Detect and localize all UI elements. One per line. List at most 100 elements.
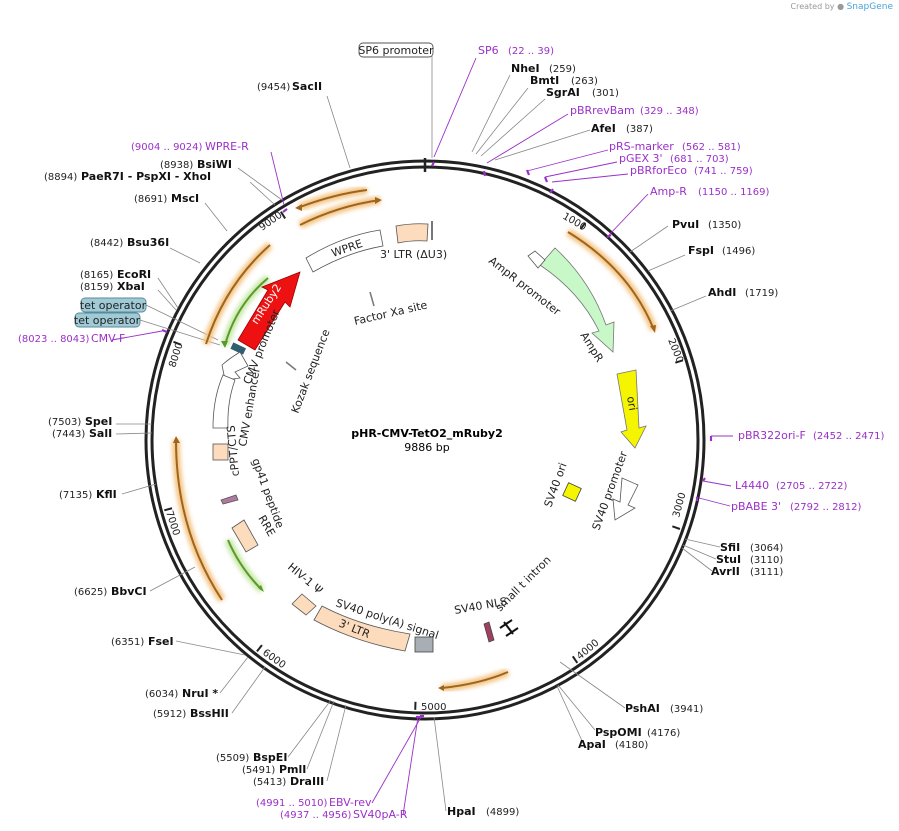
enzyme-position: (5413) (253, 777, 286, 788)
enzyme-position: (1719) (745, 288, 778, 299)
primer-markers (161, 161, 713, 719)
ampr-arrow (539, 247, 615, 353)
tick-mark (173, 340, 182, 346)
sv40-ori-box (562, 482, 582, 502)
enzyme-position: (3110) (750, 555, 783, 566)
tick-label: 2000 (665, 337, 685, 365)
enzyme-name: SfiI (720, 541, 740, 554)
small-t-intron-label: small t intron (493, 553, 554, 614)
tick-mark (672, 525, 681, 530)
wpre-box (305, 229, 384, 273)
tet-operator-mark (230, 342, 247, 355)
primer-name: pBRrevBam (570, 104, 635, 117)
tick-mark (675, 359, 684, 364)
tick-mark (164, 507, 173, 512)
enzyme-leader-lines (115, 74, 721, 812)
enzyme-name: AfeI (591, 122, 616, 135)
small-t-intron-mark (499, 619, 519, 637)
primer-name: pRS-marker (609, 140, 674, 153)
enzyme-position: (8691) (134, 194, 167, 205)
orf-arcs (172, 186, 658, 692)
enzyme-name: FseI (148, 635, 174, 648)
tick-mark (256, 644, 263, 652)
enzyme-name: BbvCI (111, 585, 147, 598)
enzyme-position: (7135) (59, 490, 92, 501)
enzyme-labels: (9454) SacII NheI (259) BmtI (263) SgrAI… (44, 62, 783, 818)
primer-range: (329 .. 348) (640, 106, 699, 117)
enzyme-name: SacII (292, 80, 322, 93)
sv40-ori-label: SV40 ori (542, 461, 570, 509)
enzyme-name: BssHII (190, 707, 229, 720)
enzyme-name: Bsu36I (127, 236, 169, 249)
enzyme-name: ApaI (578, 738, 606, 751)
primer-labels: SP6 (22 .. 39) pBRrevBam (329 .. 348) (9… (18, 44, 885, 821)
primer-range: (9004 .. 9024) (131, 142, 203, 153)
enzyme-position: (4180) (615, 740, 648, 751)
primer-name: pBABE 3' (731, 500, 781, 513)
tick-marks (164, 158, 684, 710)
enzyme-position: (4176) (647, 728, 680, 739)
mruby2-arrow (237, 271, 301, 351)
enzyme-position: (7443) (52, 429, 85, 440)
enzyme-position: (8938) (160, 160, 193, 171)
enzyme-position: (387) (626, 124, 653, 135)
cppt-label: cPPT/CTS (225, 425, 242, 477)
enzyme-name: XbaI (117, 280, 145, 293)
enzyme-position: (6625) (74, 587, 107, 598)
sv40-promoter-arrow (612, 477, 639, 521)
enzyme-position: (4899) (486, 807, 519, 818)
snapgene-branding: Created by ● SnapGene (791, 2, 894, 12)
primer-range: (8023 .. 8043) (18, 334, 90, 345)
enzyme-position: (7503) (48, 417, 81, 428)
primer-name: CMV-F (91, 332, 125, 345)
enzyme-position: (1496) (722, 246, 755, 257)
enzyme-position: (263) (571, 76, 598, 87)
snapgene-product-name: SnapGene (846, 2, 893, 12)
kozak-mark (285, 361, 297, 371)
enzyme-name: NheI (511, 62, 540, 75)
primer-range: (22 .. 39) (508, 46, 554, 57)
factor-xa-mark (369, 291, 375, 307)
primer-range: (1150 .. 1169) (698, 187, 770, 198)
tick-mark (280, 211, 286, 219)
snapgene-logo-icon: ● (837, 2, 845, 11)
enzyme-name: PshAI (625, 702, 660, 715)
enzyme-name: BspEI (253, 751, 287, 764)
enzyme-position: (301) (592, 88, 619, 99)
cmv-promoter-arrow (221, 351, 249, 381)
primer-name: Amp-R (650, 185, 687, 198)
enzyme-position: (6034) (145, 689, 178, 700)
tick-label: 3000 (671, 491, 688, 518)
enzyme-position: (5509) (216, 753, 249, 764)
ori-arrow (616, 369, 647, 449)
enzyme-name: AhdI (708, 286, 736, 299)
enzyme-position: (3941) (670, 704, 703, 715)
ampr-promoter-arrow (527, 250, 546, 269)
enzyme-name: SpeI (85, 415, 112, 428)
kozak-label: Kozak sequence (289, 327, 333, 415)
cmv-enhancer-box (212, 374, 236, 429)
primer-range: (4991 .. 5010) (256, 798, 328, 809)
ori-label: ori (624, 395, 639, 411)
enzyme-name: PmlI (279, 763, 306, 776)
hiv-psi-label: HIV-1 Ψ (285, 560, 325, 597)
ltr-du3-label: 3' LTR (ΔU3) (380, 248, 447, 261)
ltr-du3-box (395, 223, 429, 244)
primer-name: EBV-rev (329, 796, 372, 809)
sv40-polya-box (414, 636, 434, 653)
primer-name: SP6 (478, 44, 499, 57)
enzyme-name: KflI (96, 488, 117, 501)
primer-range: (2452 .. 2471) (813, 431, 885, 442)
primer-name: SV40pA-R (353, 808, 408, 821)
enzyme-name: SgrAI (546, 86, 580, 99)
enzyme-name: FspI (688, 244, 714, 257)
primer-name: L4440 (735, 479, 769, 492)
enzyme-name: StuI (716, 553, 741, 566)
enzyme-position: (8165) (80, 270, 113, 281)
enzyme-position: (1350) (708, 220, 741, 231)
rre-box (231, 519, 259, 553)
enzyme-name: NruI * (182, 687, 218, 700)
enzyme-name: PaeR7I - PspXI - XhoI (81, 170, 211, 183)
primer-range: (2705 .. 2722) (776, 481, 848, 492)
plasmid-size: 9886 bp (404, 441, 449, 454)
